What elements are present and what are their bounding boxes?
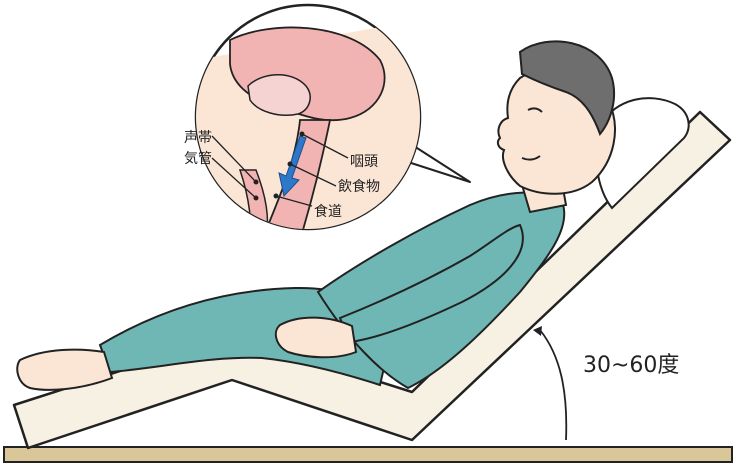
label-vocal-cords: 声帯 bbox=[184, 130, 212, 146]
angle-arc bbox=[540, 330, 566, 440]
angle-arrowhead bbox=[533, 326, 542, 336]
angle-label: 30~60度 bbox=[583, 353, 679, 378]
bed-frame bbox=[4, 447, 732, 462]
label-esophagus: 食道 bbox=[314, 203, 342, 220]
label-trachea: 気管 bbox=[184, 151, 212, 167]
label-pharynx: 咽頭 bbox=[350, 154, 378, 170]
patient-hand bbox=[276, 318, 356, 358]
throat-cross-section bbox=[196, 20, 420, 240]
label-food-bolus: 飲食物 bbox=[338, 178, 380, 195]
